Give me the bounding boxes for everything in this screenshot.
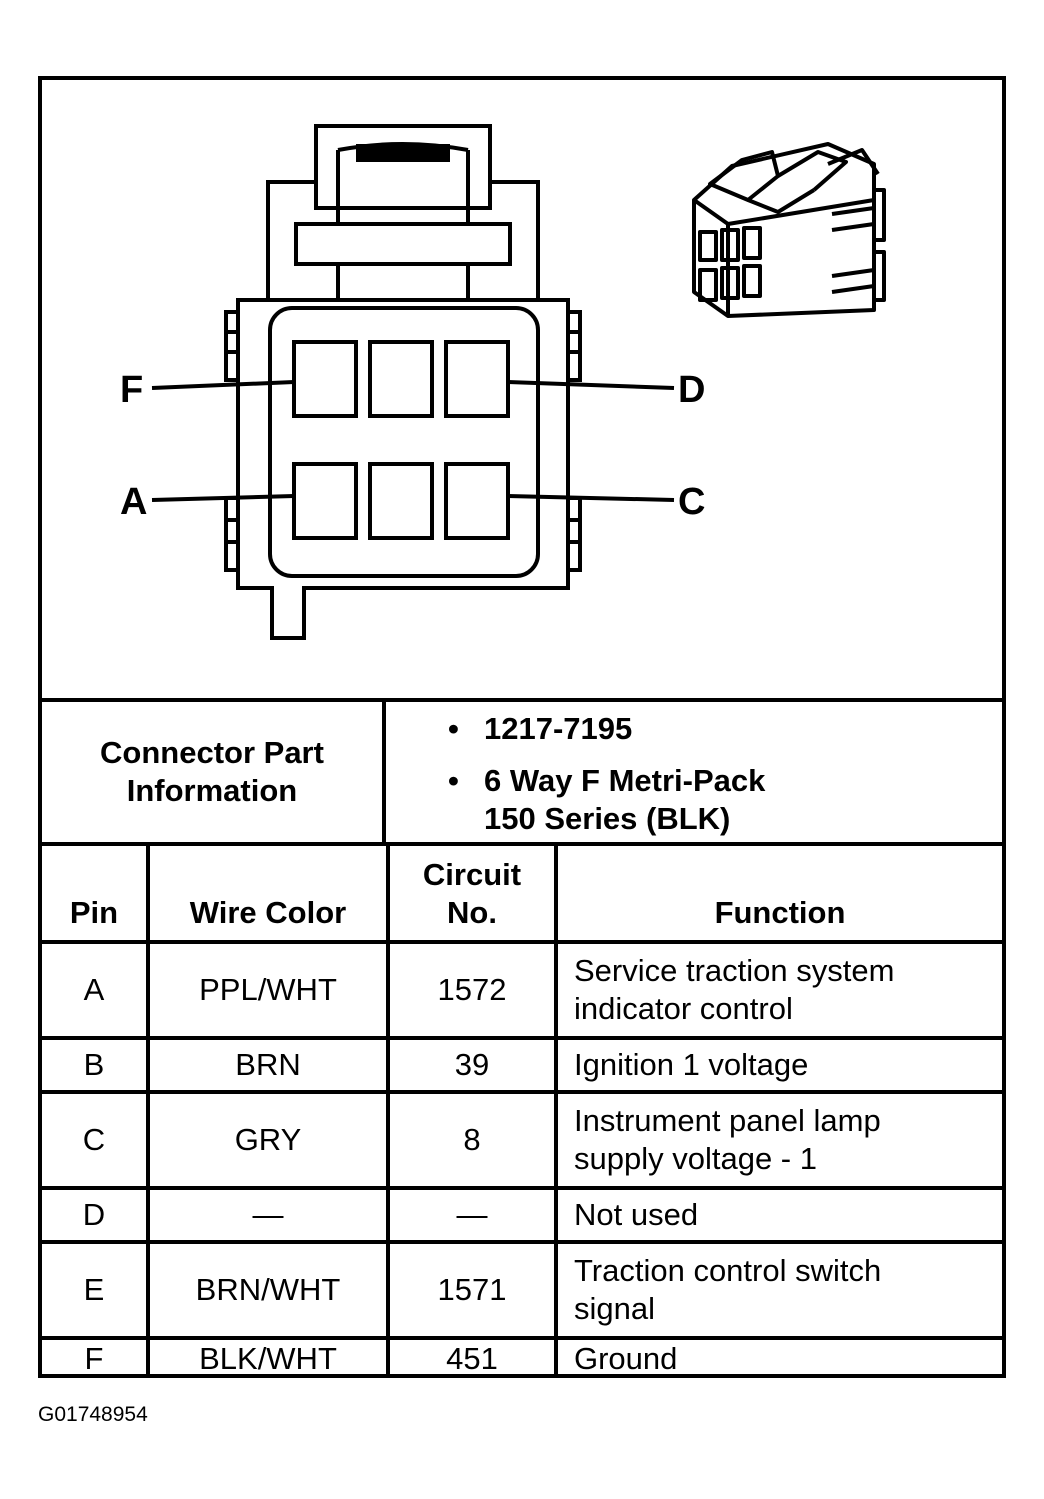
callout-line-a — [151, 494, 295, 502]
header-circuit: Circuit No. — [386, 846, 558, 944]
function-line1: Instrument panel lamp — [574, 1103, 881, 1138]
circuit-cell: 1572 — [386, 940, 558, 1040]
circuit-cell: 451 — [386, 1336, 558, 1378]
function-cell: Instrument panel lamp supply voltage - 1 — [554, 1090, 1002, 1190]
cavity-a — [292, 462, 358, 540]
function-line2: signal — [574, 1291, 655, 1326]
upper-shoulders — [266, 180, 540, 300]
callout-label-f: F — [120, 369, 143, 411]
callout-label-c: C — [678, 481, 705, 523]
wire-color-cell: BLK/WHT — [146, 1336, 390, 1378]
pin-table: Pin Wire Color Circuit No. Function A PP… — [42, 846, 1002, 1378]
callout-line-c — [507, 494, 675, 502]
header-circuit-line2: No. — [447, 895, 497, 930]
cavity-f — [292, 340, 358, 418]
circuit-cell: 8 — [386, 1090, 558, 1190]
connector-isometric — [692, 142, 886, 318]
callout-label-a: A — [120, 481, 147, 523]
table-row: F BLK/WHT 451 Ground — [42, 1336, 1002, 1378]
part-number: 1217-7195 — [484, 711, 633, 746]
cavity-b — [368, 462, 434, 540]
pin-cell: C — [42, 1090, 150, 1190]
callout-line-d — [507, 380, 675, 390]
function-line1: Not used — [574, 1197, 699, 1232]
circuit-cell: 1571 — [386, 1240, 558, 1340]
housing-inner — [268, 306, 540, 578]
table-row: E BRN/WHT 1571 Traction control switch s… — [42, 1240, 1002, 1340]
function-line1: Service traction system — [574, 953, 895, 988]
header-wire-color: Wire Color — [146, 846, 390, 944]
connector-diagram: F D A C — [120, 124, 886, 640]
header-circuit-line1: Circuit — [422, 857, 522, 892]
cavity-c — [444, 462, 510, 540]
table-row: D — — Not used — [42, 1186, 1002, 1244]
function-cell: Ignition 1 voltage — [554, 1036, 1002, 1094]
table-row: A PPL/WHT 1572 Service traction system i… — [42, 940, 1002, 1040]
callout-line-f — [151, 380, 295, 390]
header-pin: Pin — [42, 846, 150, 944]
latch-tab — [356, 144, 450, 162]
connector-type-item: • 6 Way F Metri-Pack 150 Series (BLK) — [448, 762, 1002, 838]
upper-band — [294, 222, 512, 266]
function-line2: indicator control — [574, 991, 793, 1026]
pin-cell: B — [42, 1036, 150, 1094]
connector-part-info: Connector Part Information • 1217-7195 •… — [42, 698, 1002, 846]
cavity-e — [368, 340, 434, 418]
function-line1: Ground — [574, 1341, 678, 1376]
connector-type-line1: 6 Way F Metri-Pack — [484, 763, 766, 798]
latch-neck — [336, 208, 470, 224]
wire-color-cell: BRN — [146, 1036, 390, 1094]
table-row: C GRY 8 Instrument panel lamp supply vol… — [42, 1090, 1002, 1190]
function-line2: supply voltage - 1 — [574, 1141, 817, 1176]
wire-color-cell: — — [146, 1186, 390, 1244]
connector-type-line2: 150 Series (BLK) — [484, 801, 731, 836]
cavity-grid — [292, 340, 510, 540]
table-row: B BRN 39 Ignition 1 voltage — [42, 1036, 1002, 1094]
upper-ties — [336, 264, 470, 302]
bullet-icon: • — [448, 711, 459, 746]
cavity-d — [444, 340, 510, 418]
function-cell: Not used — [554, 1186, 1002, 1244]
callout-label-d: D — [678, 369, 705, 411]
function-cell: Ground — [554, 1336, 1002, 1378]
right-ribs — [568, 310, 582, 572]
circuit-cell: 39 — [386, 1036, 558, 1094]
part-info-values: • 1217-7195 • 6 Way F Metri-Pack 150 Ser… — [386, 702, 1002, 842]
function-line1: Ignition 1 voltage — [574, 1047, 809, 1082]
wire-color-cell: PPL/WHT — [146, 940, 390, 1040]
housing-outline — [236, 298, 570, 640]
part-info-label: Connector Part Information — [42, 702, 386, 842]
pin-table-header-row: Pin Wire Color Circuit No. Function — [42, 846, 1002, 944]
pin-cell: F — [42, 1336, 150, 1378]
connector-frame: F D A C Connector Part — [38, 76, 1006, 1378]
function-cell: Traction control switch signal — [554, 1240, 1002, 1340]
pin-cell: E — [42, 1240, 150, 1340]
figure-code: G01748954 — [38, 1403, 148, 1426]
circuit-cell: — — [386, 1186, 558, 1244]
header-function: Function — [554, 846, 1002, 944]
part-number-item: • 1217-7195 — [448, 710, 1002, 748]
latch-outer — [314, 124, 492, 210]
part-info-label-line1: Connector Part — [100, 735, 324, 770]
bullet-icon: • — [448, 763, 459, 798]
part-info-label-line2: Information — [126, 773, 298, 808]
pin-cell: D — [42, 1186, 150, 1244]
function-cell: Service traction system indicator contro… — [554, 940, 1002, 1040]
wire-color-cell: GRY — [146, 1090, 390, 1190]
wire-color-cell: BRN/WHT — [146, 1240, 390, 1340]
pin-cell: A — [42, 940, 150, 1040]
function-line1: Traction control switch — [574, 1253, 882, 1288]
